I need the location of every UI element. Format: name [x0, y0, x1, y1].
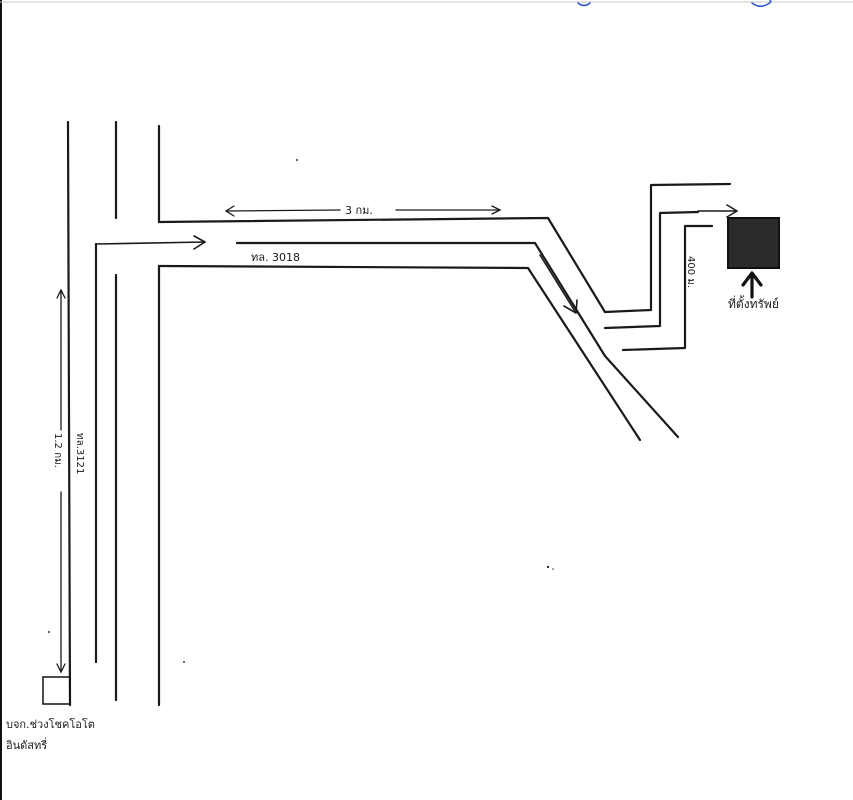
scan-specks: [48, 159, 554, 663]
distance-access-label: 400 ม.: [685, 256, 696, 288]
blue-pen-mark-left: [577, 2, 591, 7]
access-lane: [603, 182, 738, 352]
origin-label-line1: บจก.ช่วงโชคโอโต: [6, 717, 95, 731]
origin-marker: [42, 676, 71, 705]
main-road-3121: [114, 120, 161, 707]
left-frontage-lines: [66, 120, 98, 707]
destination-label: ที่ตั้งทรัพย์: [728, 295, 779, 311]
distance-main-label: 1.2 กม.: [52, 433, 63, 468]
road-main-label: ทล.3121: [74, 433, 85, 474]
property-marker: [727, 217, 780, 269]
road-secondary-label: ทล. 3018: [251, 251, 300, 264]
property-pointer-arrow: [741, 271, 763, 299]
distance-secondary-label: 3 กม.: [345, 204, 373, 217]
blue-pen-mark-right: [751, 0, 772, 7]
secondary-road-3018: [157, 216, 680, 442]
dimension-3km: [224, 205, 502, 217]
route-arrow-3018: [95, 235, 578, 314]
origin-label-line2: อินดัสทรี่: [6, 737, 48, 752]
dimension-1-2km: [56, 288, 66, 674]
